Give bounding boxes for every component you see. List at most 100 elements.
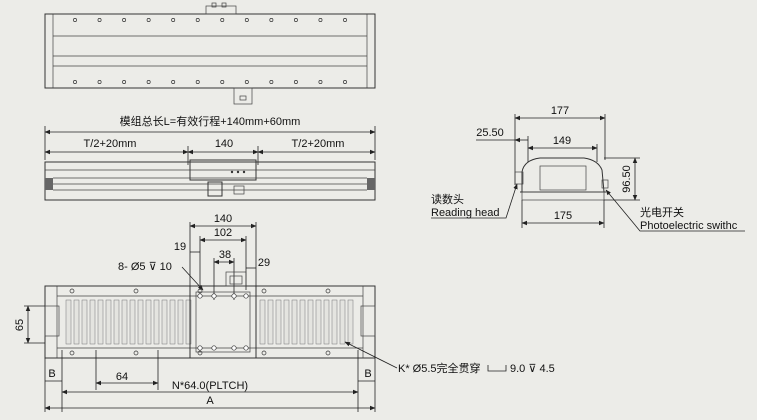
top-hole	[73, 80, 77, 84]
total-length-label: 模组总长L=有效行程+140mm+60mm	[120, 114, 301, 128]
slat	[275, 299, 282, 345]
slat	[331, 299, 338, 345]
plan-k-callout-tail: 9.0 ⊽ 4.5	[510, 363, 555, 375]
top-hole	[244, 80, 249, 84]
carriage-hole	[243, 345, 249, 351]
plan-view: 140 102 19 38 29 8- Ø5 ⊽ 10	[14, 213, 555, 412]
end-dim-175: 175	[554, 210, 572, 222]
slat	[113, 299, 120, 345]
top-hole	[220, 80, 225, 84]
slat	[315, 299, 322, 345]
top-hole	[318, 18, 323, 22]
carriage-hole	[211, 293, 217, 299]
side-body	[44, 161, 376, 201]
plan-dim-29: 29	[258, 257, 270, 269]
slat	[169, 299, 176, 345]
end-dim-149: 149	[553, 135, 571, 147]
slat	[121, 299, 128, 345]
top-hole	[318, 80, 323, 84]
end-photo-switch	[601, 179, 609, 189]
slat	[323, 299, 330, 345]
slat	[267, 299, 274, 345]
top-hole	[171, 18, 176, 22]
slat	[177, 299, 184, 345]
plan-dim-b-left: B	[48, 368, 55, 380]
plan-carriage	[189, 285, 257, 359]
plan-hole	[261, 350, 267, 356]
top-hole	[122, 80, 127, 84]
plan-slats	[65, 299, 354, 345]
plan-dim-102: 102	[214, 227, 232, 239]
slat	[291, 299, 298, 345]
end-carriage-window	[539, 165, 587, 191]
carriage-hole	[243, 293, 249, 299]
top-view-holes	[73, 18, 347, 84]
top-connector	[205, 5, 237, 15]
slat	[307, 299, 314, 345]
end-reading-head	[514, 171, 524, 185]
side-dim-left: T/2+20mm	[84, 138, 137, 150]
slat	[283, 299, 290, 345]
top-hole	[343, 18, 347, 22]
top-hole	[293, 18, 298, 22]
plan-hole	[69, 350, 75, 356]
slat	[65, 299, 72, 345]
plan-hole	[133, 350, 139, 356]
plan-hole-callout: 8- Ø5 ⊽ 10	[118, 261, 172, 273]
slat	[137, 299, 144, 345]
end-dim-25-50: 25.50	[476, 127, 504, 139]
end-dim-96-50: 96.50	[621, 165, 633, 193]
slat	[97, 299, 104, 345]
top-hole	[122, 18, 127, 22]
slat	[347, 299, 354, 345]
top-hole	[73, 18, 77, 22]
plan-dim-140: 140	[214, 213, 232, 225]
top-hole	[146, 18, 151, 22]
top-hole	[343, 80, 347, 84]
slat	[129, 299, 136, 345]
slat	[89, 299, 96, 345]
top-hole	[97, 18, 102, 22]
plan-sensor	[225, 271, 247, 287]
slat	[299, 299, 306, 345]
slat	[339, 299, 346, 345]
side-dim-right: T/2+20mm	[292, 138, 345, 150]
side-sensor	[207, 181, 223, 197]
plan-dim-b-right: B	[364, 368, 371, 380]
side-dim-center: 140	[215, 138, 233, 150]
top-hole	[171, 80, 176, 84]
plan-dim-64: 64	[116, 371, 128, 383]
plan-hole	[197, 288, 203, 294]
plan-hole	[325, 288, 331, 294]
top-hole	[97, 80, 102, 84]
slat	[105, 299, 112, 345]
top-hole	[269, 80, 274, 84]
side-view: 模组总长L=有效行程+140mm+60mm T/2+20mm 140 T/2+2…	[44, 114, 376, 201]
carriage-hole	[211, 345, 217, 351]
slat	[153, 299, 160, 345]
reading-head-label-cn: 读数头	[431, 192, 464, 206]
slat	[73, 299, 80, 345]
top-hole	[269, 18, 274, 22]
plan-dim-pitch: N*64.0(PLTCH)	[172, 380, 248, 392]
top-hole	[146, 80, 151, 84]
top-bottom-bracket	[233, 87, 253, 105]
top-hole	[244, 18, 249, 22]
photo-switch-label-cn: 光电开关	[640, 205, 684, 219]
top-hole	[220, 18, 225, 22]
top-hole	[195, 80, 200, 84]
plan-dim-19: 19	[174, 241, 186, 253]
reading-head-label-en: Reading head	[431, 207, 500, 219]
plan-hole	[69, 288, 75, 294]
photo-switch-label-en: Photoelectric swithc	[640, 220, 738, 232]
plan-holes	[69, 288, 331, 356]
plan-hole	[325, 350, 331, 356]
carriage-hole	[231, 345, 237, 351]
plan-dim-38: 38	[219, 249, 231, 261]
end-profile	[521, 157, 605, 193]
top-view	[44, 2, 376, 105]
end-view: 177 25.50 149 96.50 175 读数头 Reading head	[431, 105, 745, 232]
slat	[145, 299, 152, 345]
plan-dim-a: A	[206, 395, 214, 407]
